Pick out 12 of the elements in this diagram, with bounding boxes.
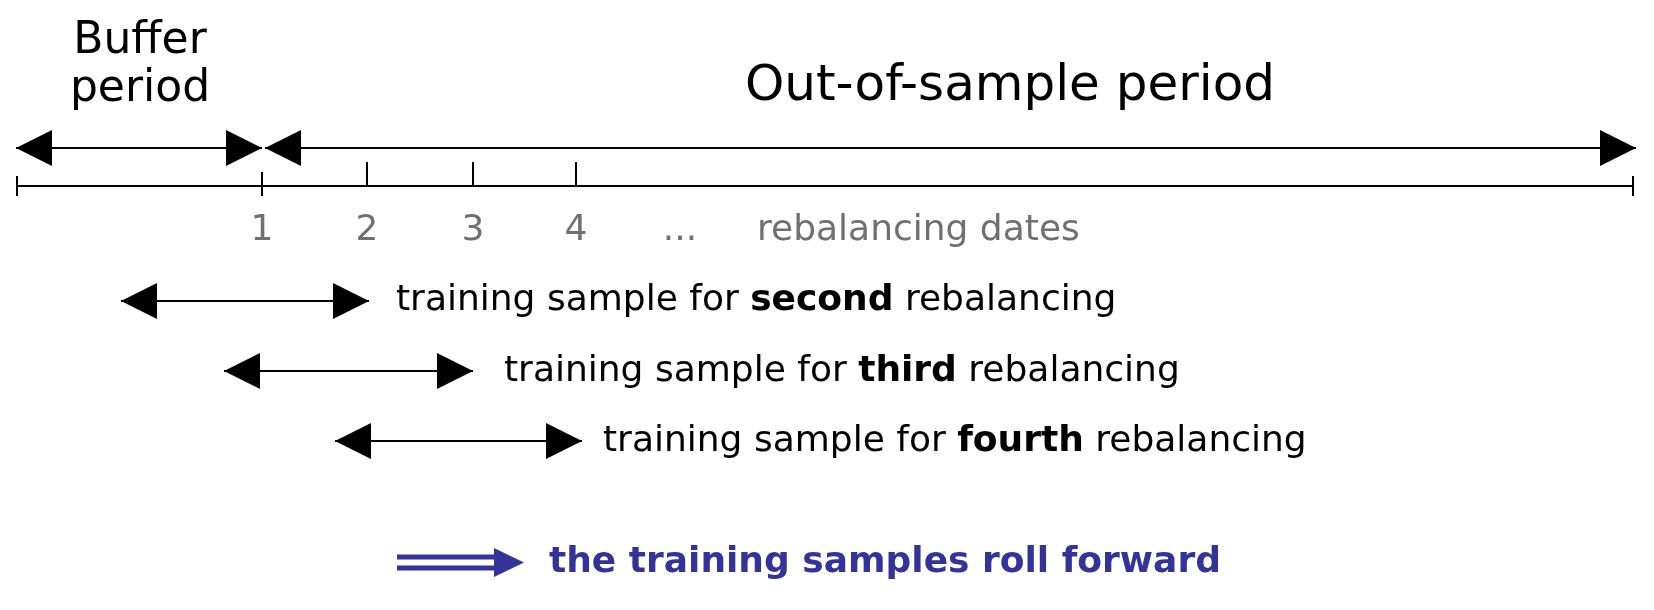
date-number: 1 bbox=[250, 208, 274, 248]
sample-label: training sample for third rebalancing bbox=[504, 349, 1180, 389]
date-number: 4 bbox=[564, 208, 588, 248]
date-number: 3 bbox=[461, 208, 485, 248]
date-number: 2 bbox=[355, 208, 379, 248]
sample-label: training sample for fourth rebalancing bbox=[603, 419, 1307, 459]
note-text: the training samples roll forward bbox=[549, 540, 1221, 580]
sample-label: training sample for second rebalancing bbox=[396, 278, 1117, 318]
axis-caption: rebalancing dates bbox=[757, 208, 1080, 248]
period-label: Out-of-sample period bbox=[744, 56, 1276, 111]
ellipsis-label: ... bbox=[662, 208, 698, 248]
period-label: Buffer period bbox=[68, 14, 212, 111]
